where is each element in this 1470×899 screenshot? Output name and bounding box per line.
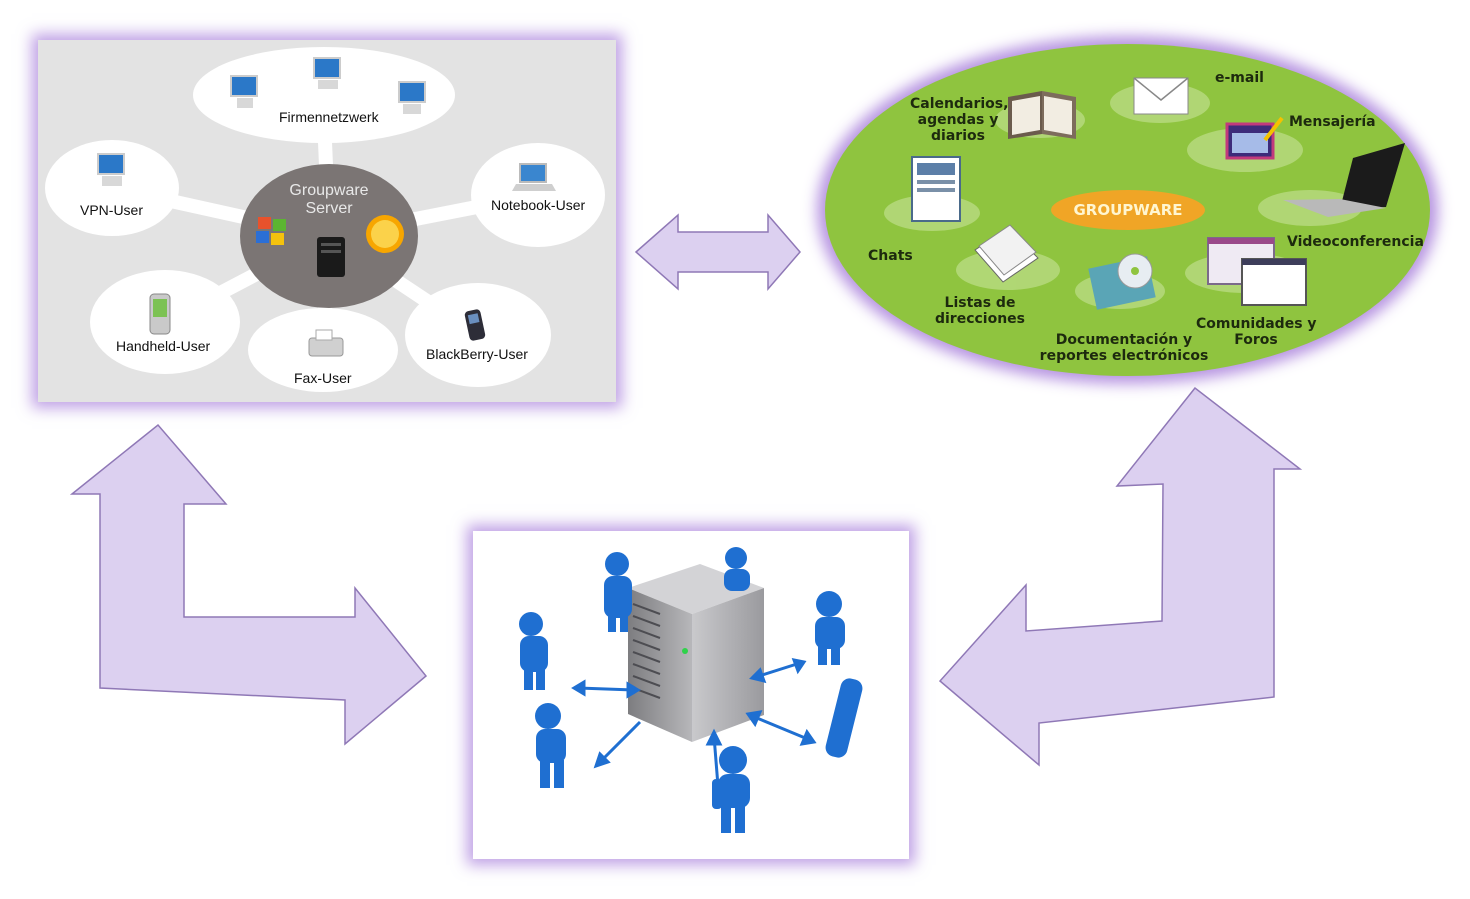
- label-calendarios-line1: Calendarios,: [910, 96, 1009, 112]
- label-notebook-user: Notebook-User: [491, 197, 586, 213]
- label-comunidades: Comunidades y Foros: [1196, 316, 1317, 348]
- label-calendarios-line2: agendas y: [917, 112, 999, 128]
- label-fax-user: Fax-User: [294, 370, 352, 386]
- elbow-arrow-left: [69, 423, 428, 746]
- server-users-panel: [473, 531, 909, 859]
- groupware-center-badge: GROUPWARE: [1051, 190, 1205, 230]
- double-arrow-horizontal: [634, 212, 801, 292]
- label-calendarios-line3: diarios: [931, 128, 985, 144]
- server-label-line2: Server: [305, 200, 353, 217]
- label-documentacion-line2: reportes electrónicos: [1039, 348, 1209, 364]
- label-calendarios: Calendarios, agendas y diarios: [910, 96, 1009, 144]
- label-email: e-mail: [1215, 70, 1264, 86]
- label-comunidades-line1: Comunidades y: [1196, 316, 1317, 332]
- label-firmennetzwerk: Firmennetzwerk: [279, 109, 379, 125]
- label-documentacion-line1: Documentación y: [1055, 332, 1193, 348]
- label-blackberry-user: BlackBerry-User: [426, 346, 528, 362]
- label-videoconferencia: Videoconferencia: [1287, 234, 1424, 250]
- label-documentacion: Documentación y reportes electrónicos: [1035, 332, 1213, 364]
- label-listas-line2: direcciones: [934, 311, 1026, 327]
- label-chats: Chats: [868, 248, 913, 264]
- label-mensajeria: Mensajería: [1289, 114, 1376, 130]
- label-handheld-user: Handheld-User: [116, 338, 211, 354]
- elbow-arrow-right: [938, 386, 1303, 767]
- label-listas-line1: Listas de: [944, 295, 1016, 311]
- label-vpn-user: VPN-User: [80, 202, 144, 218]
- label-comunidades-line2: Foros: [1234, 332, 1278, 348]
- server-label: Groupware Server: [279, 182, 379, 218]
- server-label-line1: Groupware: [289, 182, 369, 199]
- label-listas: Listas de direcciones: [932, 295, 1028, 327]
